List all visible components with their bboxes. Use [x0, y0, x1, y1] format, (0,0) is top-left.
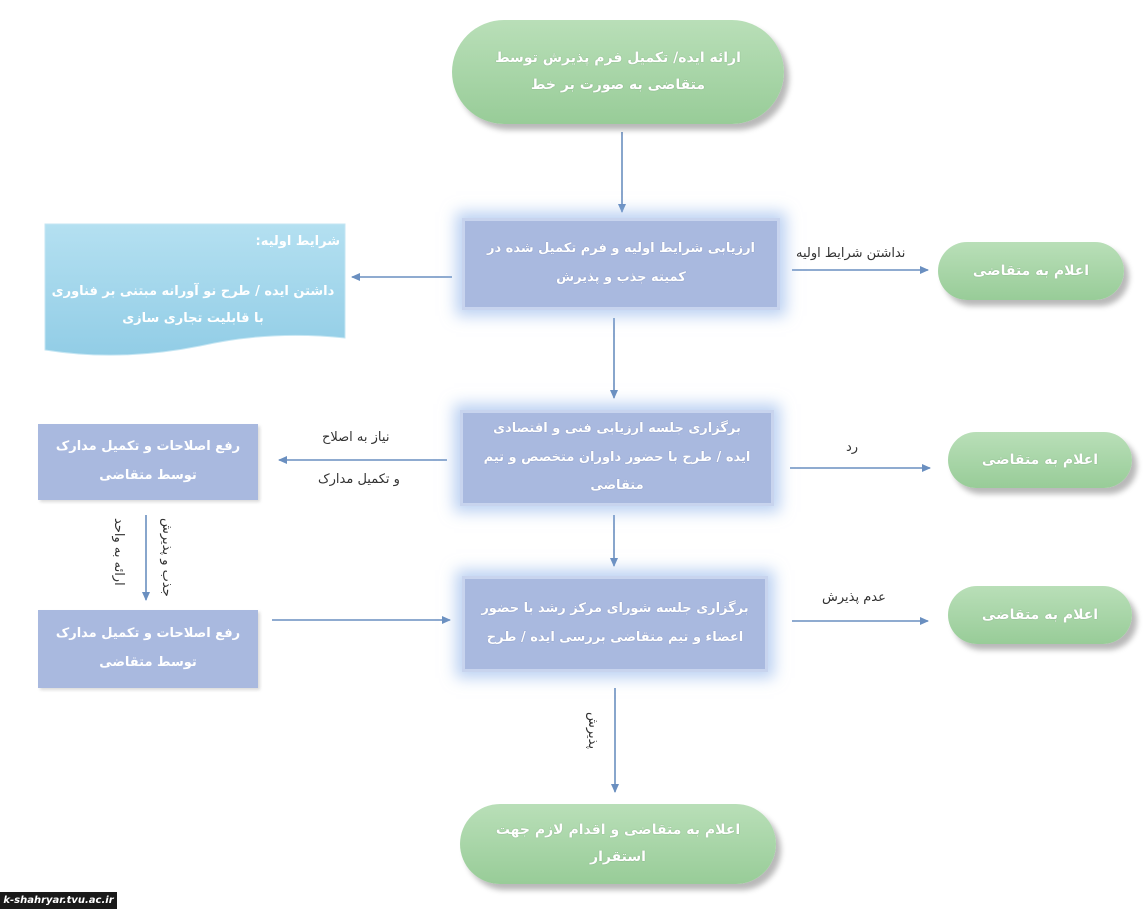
- conditions-title: شرایط اولیه:: [255, 234, 340, 249]
- step-initial-evaluation-label: ارزیابی شرایط اولیه و فرم تکمیل شده در ک…: [486, 241, 756, 285]
- notify-applicant-3-label: اعلام به متقاضی: [981, 606, 1099, 623]
- start-terminal: ارائه ایده/ تکمیل فرم پذیرش توسط متقاضی …: [452, 20, 784, 124]
- edge-label-submit-1: ارائه به واحد: [111, 518, 126, 586]
- fix-documents-2-label: رفع اصلاحات و تکمیل مدارک توسط متقاضی: [55, 626, 241, 670]
- notify-applicant-3: اعلام به متقاضی: [948, 586, 1132, 644]
- edge-label-needs-fix-1: نیاز به اصلاح: [322, 430, 390, 445]
- step-technical-evaluation: برگزاری جلسه ارزیابی فنی و اقتصادی ایده …: [460, 410, 774, 506]
- fix-documents-1-label: رفع اصلاحات و تکمیل مدارک توسط متقاضی: [55, 439, 241, 483]
- step-council-meeting-label: برگزاری جلسه شورای مرکز رشد با حضور اعضا…: [481, 601, 749, 645]
- edge-label-submit-2: جذب و پذیرش: [159, 518, 174, 597]
- end-terminal: اعلام به متقاضی و اقدام لازم جهت استقرار: [460, 804, 776, 884]
- edge-label-accepted: پذیرش: [585, 712, 600, 750]
- edge-label-not-accepted: عدم پذیرش: [822, 590, 886, 605]
- notify-applicant-1: اعلام به متقاضی: [938, 242, 1124, 300]
- conditions-body: داشتن ایده / طرح نو آورانه مبتنی بر فناو…: [51, 284, 335, 327]
- edge-label-reject: رد: [846, 440, 859, 455]
- notify-applicant-2-label: اعلام به متقاضی: [981, 451, 1099, 468]
- end-label: اعلام به متقاضی و اقدام لازم جهت استقرار: [495, 822, 741, 865]
- notify-applicant-1-label: اعلام به متقاضی: [972, 262, 1090, 279]
- site-watermark: k-shahryar.tvu.ac.ir: [0, 892, 117, 909]
- step-initial-evaluation: ارزیابی شرایط اولیه و فرم تکمیل شده در ک…: [462, 218, 780, 310]
- conditions-document-shape: [44, 223, 346, 356]
- notify-applicant-2: اعلام به متقاضی: [948, 432, 1132, 488]
- fix-documents-1: رفع اصلاحات و تکمیل مدارک توسط متقاضی: [38, 424, 258, 500]
- start-label: ارائه ایده/ تکمیل فرم پذیرش توسط متقاضی …: [495, 50, 741, 93]
- edge-label-no-conditions: نداشتن شرایط اولیه: [796, 246, 906, 261]
- step-technical-evaluation-label: برگزاری جلسه ارزیابی فنی و اقتصادی ایده …: [483, 421, 751, 494]
- step-council-meeting: برگزاری جلسه شورای مرکز رشد با حضور اعضا…: [462, 576, 768, 672]
- fix-documents-2: رفع اصلاحات و تکمیل مدارک توسط متقاضی: [38, 610, 258, 688]
- edge-label-needs-fix-2: و تکمیل مدارک: [318, 472, 400, 487]
